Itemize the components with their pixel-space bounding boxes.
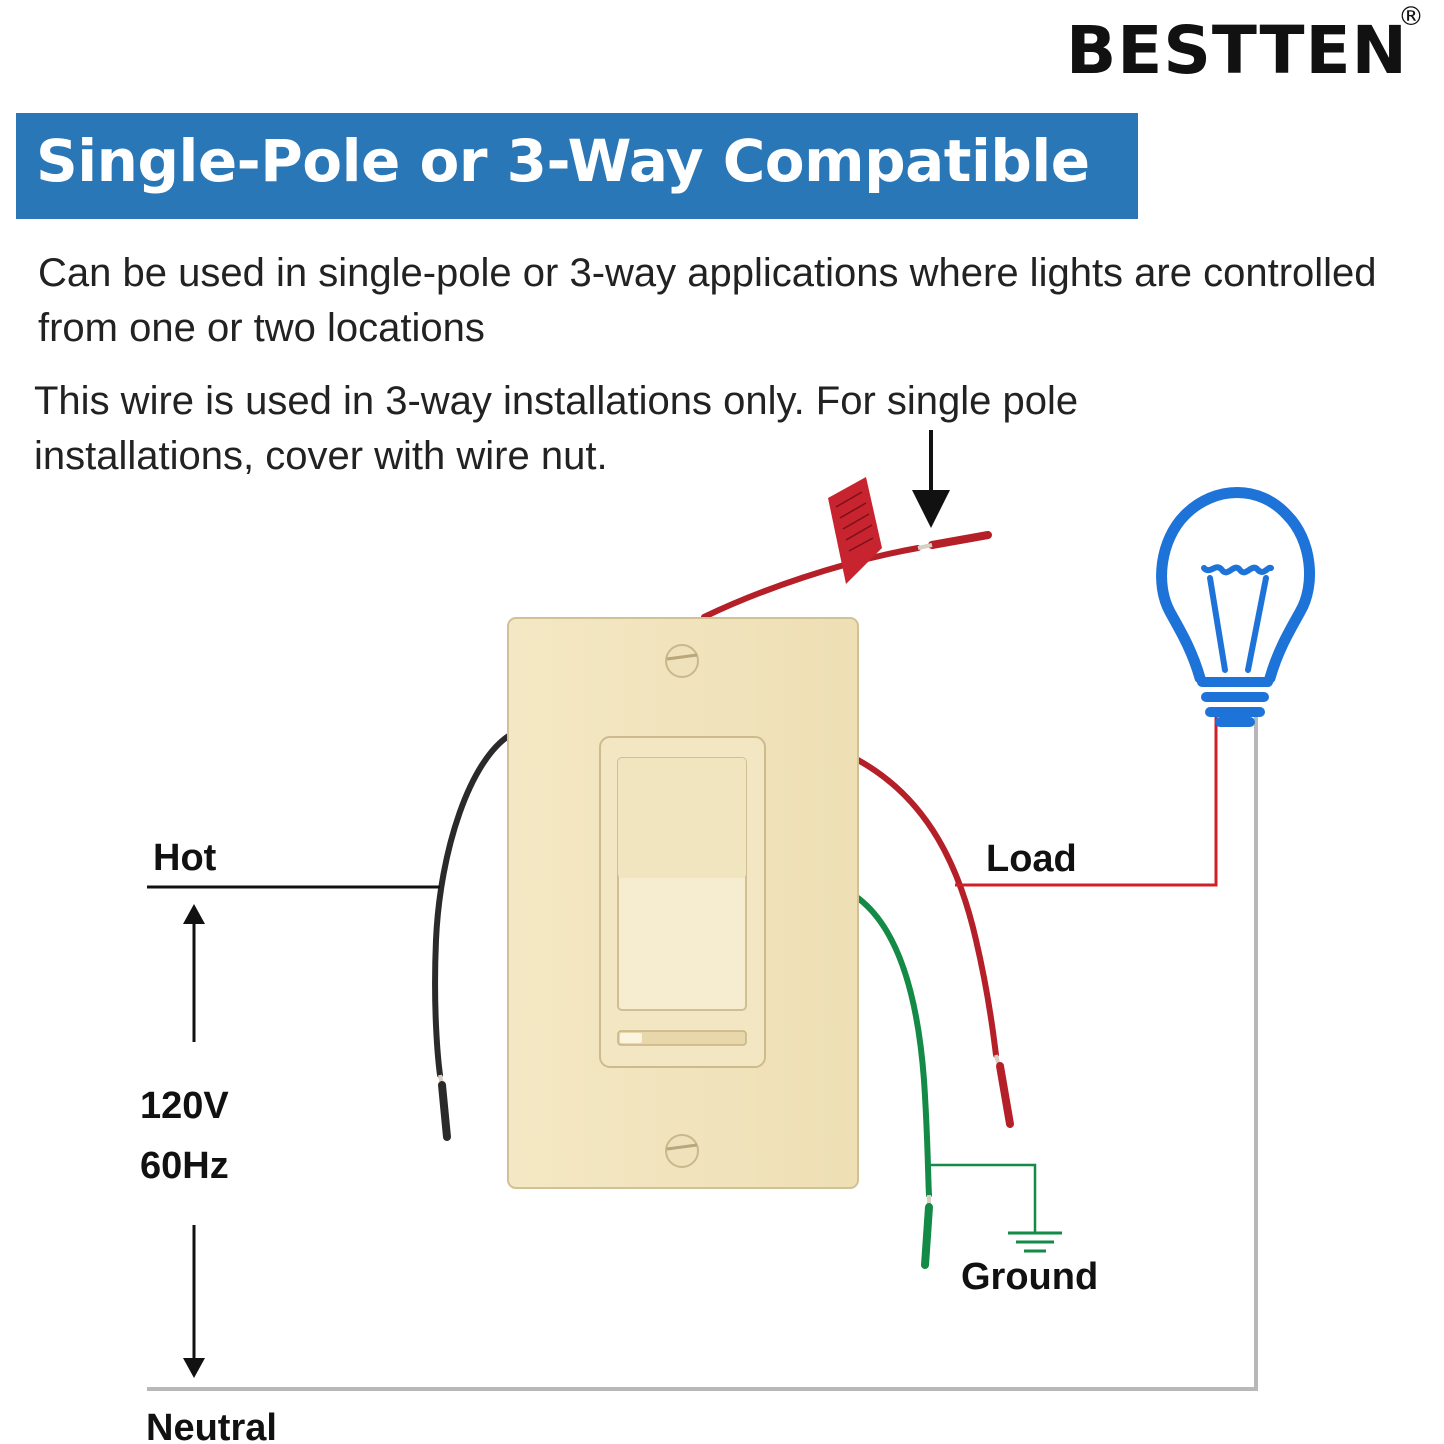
- voltage-label: 120V: [140, 1085, 229, 1127]
- voltage-arrow-down: [183, 1225, 205, 1378]
- load-wire-red: [855, 757, 1014, 1128]
- ground-label: Ground: [961, 1256, 1098, 1298]
- registered-mark: ®: [1398, 2, 1424, 32]
- frequency-label: 60Hz: [140, 1145, 229, 1187]
- hot-label: Hot: [153, 837, 217, 879]
- light-bulb-icon: [1156, 487, 1315, 727]
- three-way-note: This wire is used in 3-way installations…: [34, 374, 1294, 484]
- arrow-down-icon: [912, 430, 950, 528]
- note-line-2: installations, cover with wire nut.: [34, 434, 608, 478]
- note-line-1: This wire is used in 3-way installations…: [34, 379, 1079, 423]
- title-banner: Single-Pole or 3-Way Compatible: [16, 113, 1138, 219]
- banner-title: Single-Pole or 3-Way Compatible: [36, 127, 1090, 195]
- ground-wire-green: [855, 895, 933, 1269]
- warning-tag: [828, 477, 882, 584]
- neutral-label: Neutral: [146, 1407, 277, 1444]
- ground-symbol-icon: [930, 1163, 1062, 1253]
- brand-logo: BESTTEN: [1066, 12, 1408, 89]
- hot-wire-black: [432, 732, 513, 1141]
- dimmer-slider: [617, 1030, 747, 1046]
- voltage-arrow-up: [183, 904, 205, 1042]
- traveler-wire: [701, 477, 992, 620]
- bottom-screw: [665, 1134, 699, 1168]
- neutral-line: [147, 712, 1258, 1391]
- load-line: [955, 712, 1218, 887]
- rocker-paddle: [617, 757, 747, 1011]
- load-label: Load: [986, 838, 1077, 880]
- description-text: Can be used in single-pole or 3-way appl…: [38, 251, 1377, 350]
- top-screw: [665, 644, 699, 678]
- dimmer-switch: [507, 617, 859, 1189]
